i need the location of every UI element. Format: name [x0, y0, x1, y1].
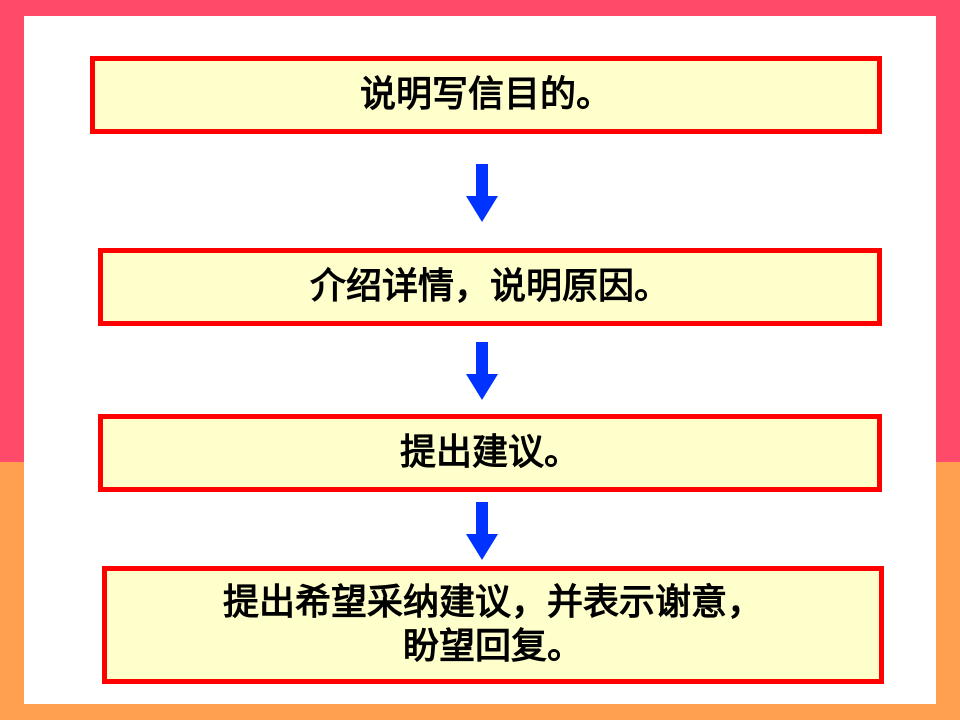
flow-step-2: 介绍详情，说明原因。 — [98, 248, 882, 326]
flow-step-1-label: 说明写信目的。 — [359, 74, 612, 115]
flow-step-4-label: 提出希望采纳建议，并表示谢意， 盼望回复。 — [222, 582, 763, 667]
arrow-down-icon — [466, 164, 498, 222]
arrow-down-icon — [466, 342, 498, 400]
flow-step-2-label: 介绍详情，说明原因。 — [309, 266, 670, 307]
flow-step-4: 提出希望采纳建议，并表示谢意， 盼望回复。 — [102, 566, 884, 684]
slide-canvas: 说明写信目的。 介绍详情，说明原因。 提出建议。 提出希望采纳建议，并表示谢意，… — [24, 16, 936, 704]
flow-step-3-label: 提出建议。 — [399, 432, 580, 473]
flow-step-1: 说明写信目的。 — [90, 56, 882, 134]
arrow-down-icon — [466, 502, 498, 560]
flow-step-3: 提出建议。 — [98, 414, 882, 492]
